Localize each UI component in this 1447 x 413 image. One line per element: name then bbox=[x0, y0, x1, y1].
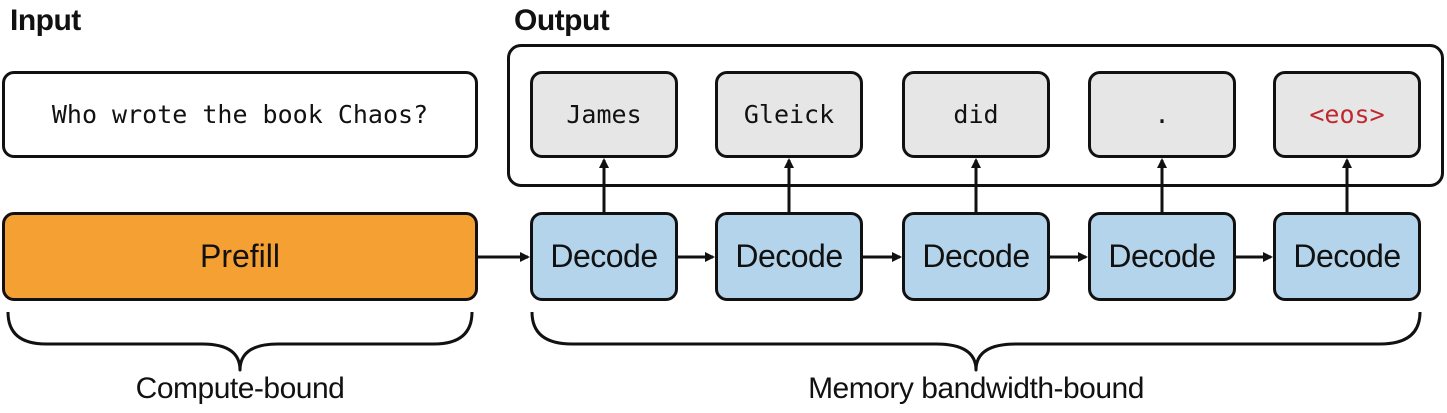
output-token-2: Gleick bbox=[715, 71, 863, 158]
prefill-box: Prefill bbox=[2, 212, 478, 301]
decode-label-1: Decode bbox=[550, 238, 658, 274]
output-token-1: James bbox=[530, 71, 678, 158]
output-token-1-text: James bbox=[566, 100, 642, 129]
memory-bound-brace bbox=[530, 311, 1422, 372]
output-token-3: did bbox=[902, 71, 1050, 158]
decode-label-3: Decode bbox=[922, 238, 1030, 274]
output-token-3-text: did bbox=[953, 100, 999, 129]
input-prompt-box: Who wrote the book Chaos? bbox=[2, 71, 478, 158]
output-heading: Output bbox=[514, 4, 610, 37]
input-heading: Input bbox=[10, 4, 81, 37]
decode-label-4: Decode bbox=[1108, 238, 1216, 274]
decode-label-5: Decode bbox=[1293, 238, 1401, 274]
output-token-eos: <eos> bbox=[1273, 71, 1421, 158]
compute-bound-label: Compute-bound bbox=[135, 372, 345, 405]
decode-box-5: Decode bbox=[1273, 212, 1421, 301]
output-token-4: . bbox=[1088, 71, 1236, 158]
input-prompt-text: Who wrote the book Chaos? bbox=[51, 100, 429, 129]
token-arrows bbox=[599, 158, 1352, 212]
prefill-label: Prefill bbox=[199, 238, 280, 274]
output-token-4-text: . bbox=[1154, 100, 1170, 129]
output-token-2-text: Gleick bbox=[743, 100, 835, 129]
memory-bandwidth-bound-label: Memory bandwidth-bound bbox=[808, 372, 1144, 405]
output-token-eos-text: <eos> bbox=[1309, 100, 1385, 129]
decode-box-1: Decode bbox=[530, 212, 678, 301]
decode-box-4: Decode bbox=[1088, 212, 1236, 301]
decode-label-2: Decode bbox=[735, 238, 843, 274]
compute-bound-brace bbox=[6, 311, 474, 372]
decode-box-3: Decode bbox=[902, 212, 1050, 301]
decode-box-2: Decode bbox=[715, 212, 863, 301]
